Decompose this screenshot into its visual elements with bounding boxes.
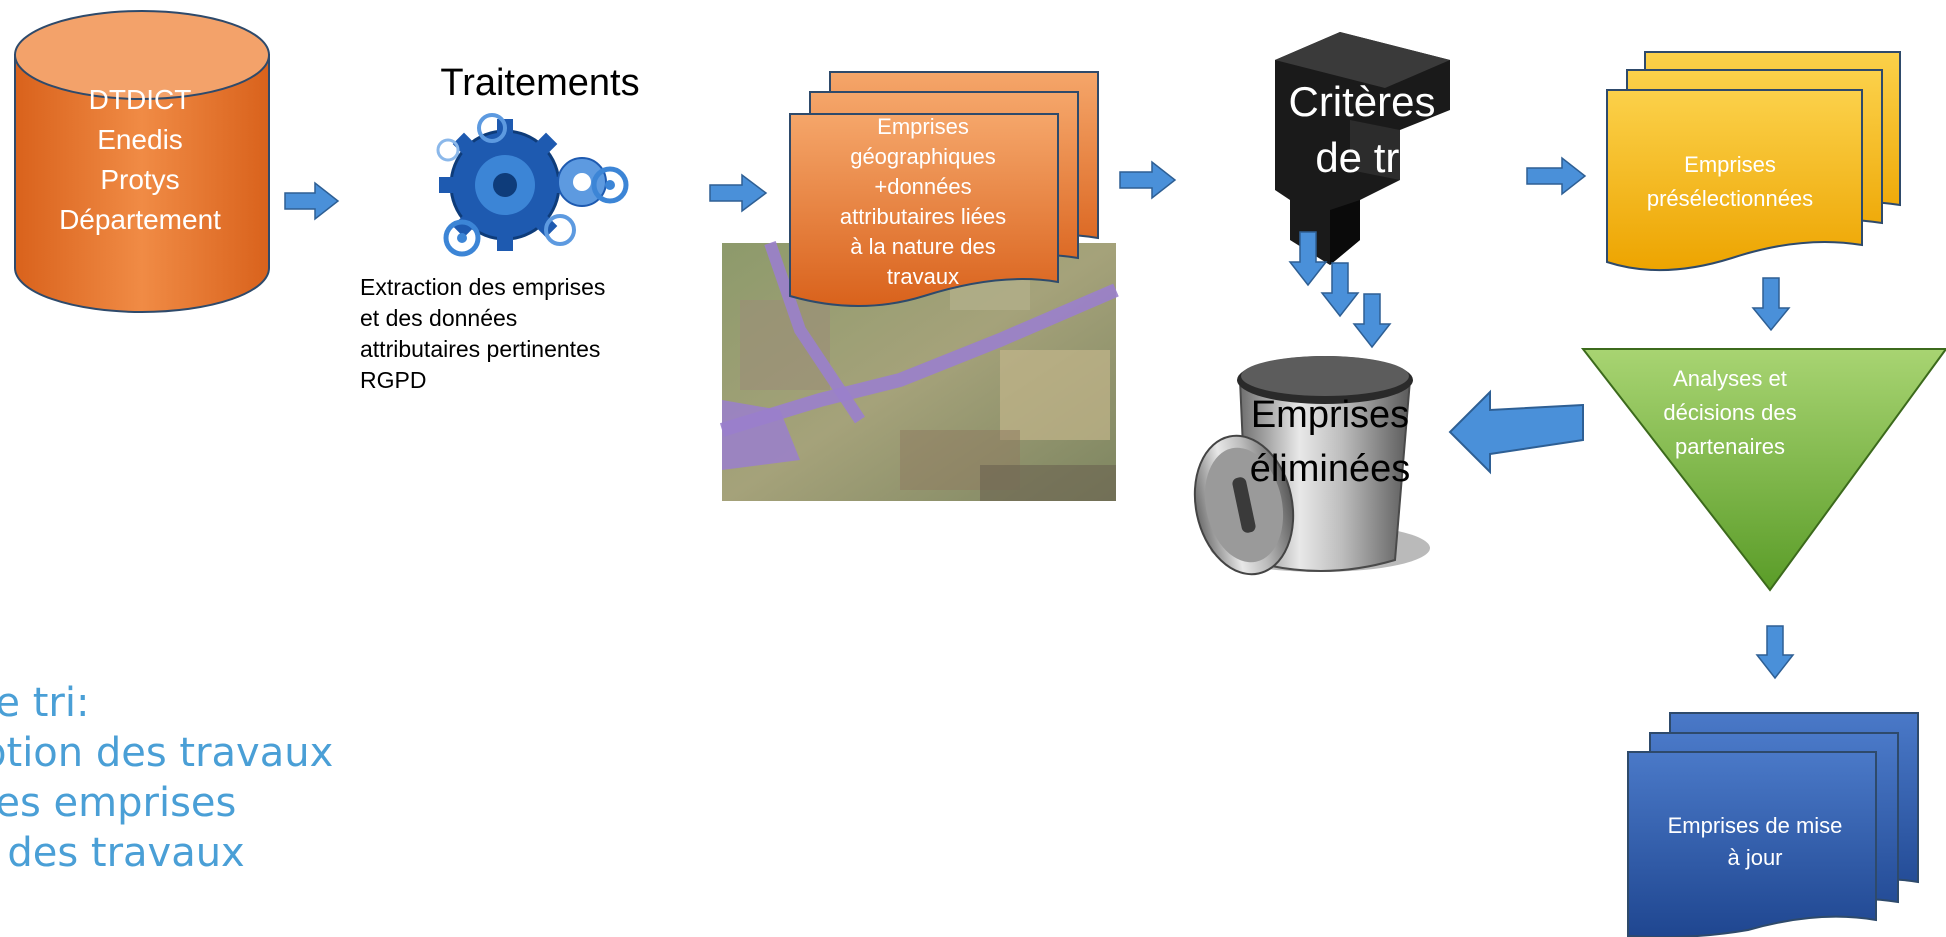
database-label: DTDICT Enedis Protys Département	[15, 80, 265, 240]
aerial-map-image	[719, 241, 1119, 501]
db-line-3: Protys	[100, 164, 180, 195]
criteria-line-3: des emprises	[0, 780, 237, 826]
arrow-down-4	[1751, 277, 1791, 332]
emprises-geo-label: Emprises géographiques +données attribut…	[788, 112, 1058, 292]
mise-a-jour-document	[1627, 712, 1919, 937]
analyses-line-1: Analyses et	[1673, 366, 1787, 391]
mise-a-jour-label: Emprises de mise à jour	[1640, 810, 1870, 874]
geo-line-2: géographiques	[850, 144, 996, 169]
caption-line-4: RGPD	[360, 367, 427, 393]
arrow-right-3	[1119, 160, 1177, 200]
criteres-line-1: Critères	[1288, 78, 1436, 125]
arrow-right-2	[709, 173, 768, 213]
emprises-geo-document	[789, 71, 1099, 307]
geo-line-4: attributaires liées	[839, 204, 1007, 229]
arrow-right-4	[1526, 156, 1587, 196]
caption-line-3: attributaires pertinentes	[360, 336, 601, 362]
arrow-left-large	[1448, 389, 1584, 475]
preselection-label: Emprises présélectionnées	[1600, 148, 1860, 216]
gears-icon	[436, 113, 629, 257]
arrow-down-1	[1288, 231, 1328, 287]
trash-can-icon	[1193, 356, 1430, 576]
analyses-line-2: décisions des	[1663, 400, 1797, 425]
geo-line-6: travaux	[886, 264, 960, 289]
arrow-down-2	[1320, 262, 1360, 318]
geo-line-3: +données	[874, 174, 972, 199]
criteres-line-2: de tri	[1315, 134, 1409, 181]
preselection-document	[1606, 51, 1901, 272]
analyses-line-3: partenaires	[1674, 434, 1786, 459]
sieve-icon	[1275, 32, 1450, 265]
caption-line-2: et des données	[360, 305, 518, 331]
presel-line-2: présélectionnées	[1646, 186, 1814, 211]
maj-line-1: Emprises de mise	[1667, 813, 1843, 838]
db-line-2: Enedis	[97, 124, 183, 155]
maj-line-2: à jour	[1727, 845, 1783, 870]
geo-line-1: Emprises	[877, 114, 969, 139]
criteria-line-1: de tri:	[0, 680, 90, 726]
traitements-title: Traitements	[440, 62, 640, 104]
geo-line-5: à la nature des	[850, 234, 996, 259]
eliminees-label: Emprises éliminées	[1180, 388, 1480, 496]
database-cylinder	[14, 10, 270, 313]
analyses-label: Analyses et décisions des partenaires	[1620, 362, 1840, 464]
criteria-list: de tri: iption des travaux des emprises …	[0, 678, 333, 878]
db-line-1: DTDICT	[88, 84, 192, 115]
arrow-down-5	[1755, 625, 1795, 680]
traitements-caption: Extraction des emprises et des données a…	[360, 272, 700, 396]
arrow-right-1	[284, 181, 340, 221]
elim-line-1: Emprises	[1250, 394, 1410, 436]
db-line-4: Département	[59, 204, 221, 235]
analyses-triangle	[1580, 348, 1946, 592]
caption-line-1: Extraction des emprises	[360, 274, 606, 300]
elim-line-2: éliminées	[1249, 448, 1411, 490]
criteria-line-4: e des travaux	[0, 830, 245, 876]
criteria-line-2: iption des travaux	[0, 730, 334, 776]
presel-line-1: Emprises	[1684, 152, 1776, 177]
arrow-down-3	[1352, 293, 1392, 349]
criteres-label: Critères de tri	[1262, 74, 1462, 186]
